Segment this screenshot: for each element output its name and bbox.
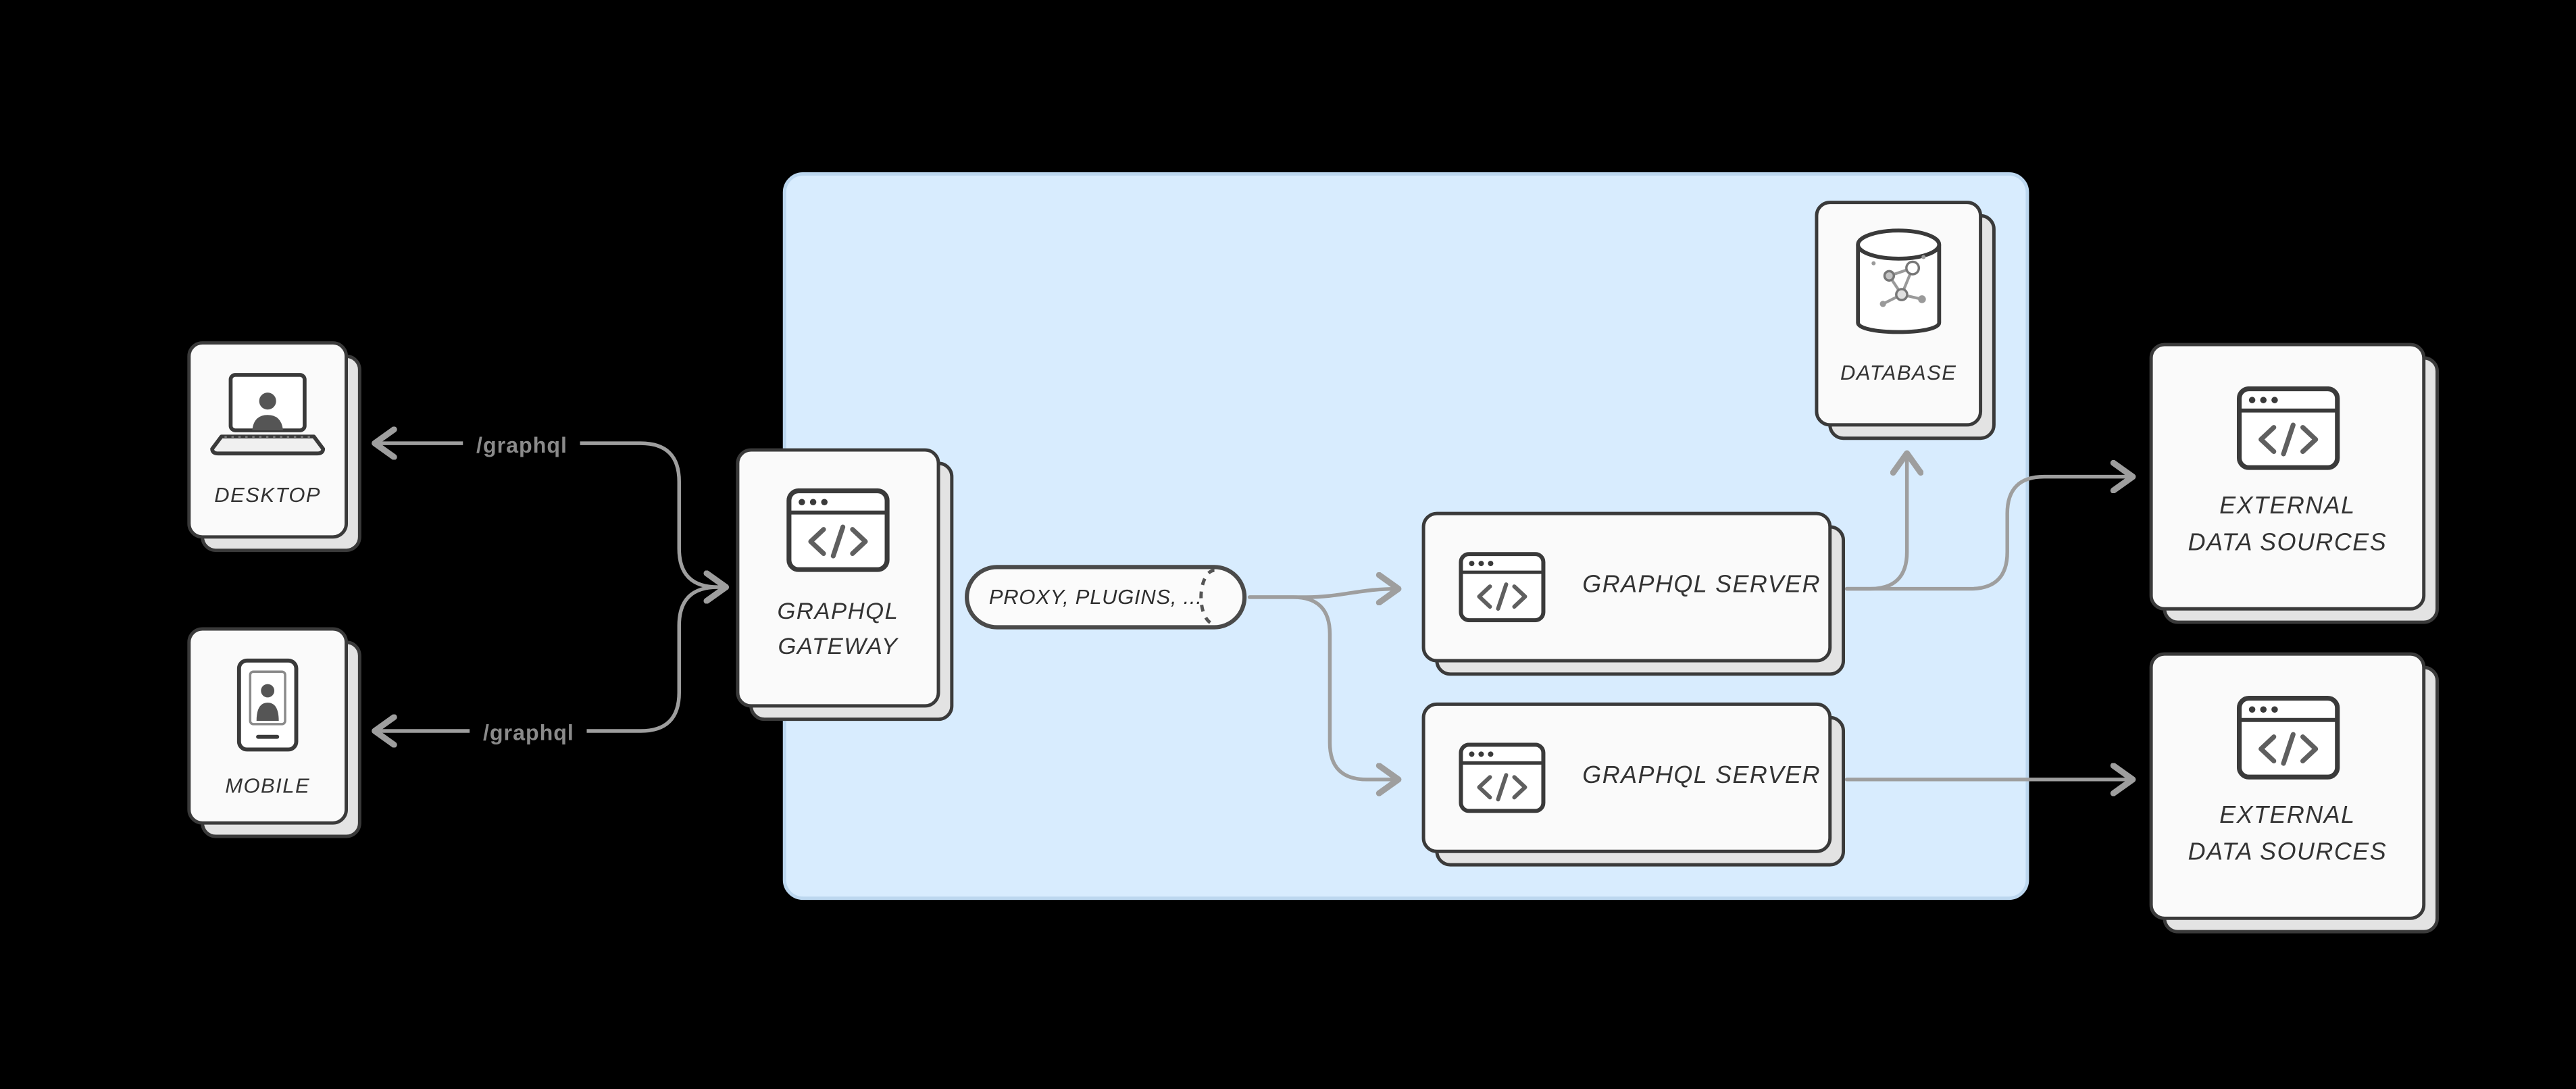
server-label: GRAPHQL SERVER bbox=[1582, 763, 1821, 790]
database-label: DATABASE bbox=[1840, 361, 1957, 385]
gateway-label: GRAPHQL GATEWAY bbox=[777, 594, 899, 664]
external-sources-label-line1: EXTERNAL bbox=[2219, 493, 2356, 521]
code-window-icon bbox=[1459, 742, 1546, 813]
desktop-client-card: DESKTOP bbox=[187, 341, 361, 553]
mobile-label: MOBILE bbox=[225, 774, 311, 799]
edge-pipe-to-server2 bbox=[1247, 595, 1398, 780]
external-sources-label: EXTERNAL DATA SOURCES bbox=[2188, 490, 2387, 563]
pipe-shape bbox=[965, 565, 1247, 630]
external-sources-label-line1: EXTERNAL bbox=[2219, 803, 2356, 830]
graphql-server-card-1: GRAPHQL SERVER bbox=[1421, 511, 1846, 676]
edge-gateway-to-desktop bbox=[375, 443, 726, 587]
gateway-label-line1: GRAPHQL bbox=[777, 597, 899, 624]
external-sources-label-line2: DATA SOURCES bbox=[2188, 530, 2388, 557]
phone-user-icon bbox=[236, 658, 299, 752]
database-card: DATABASE bbox=[1815, 201, 1996, 440]
graphql-gateway-card: GRAPHQL GATEWAY bbox=[736, 448, 954, 721]
server-label: GRAPHQL SERVER bbox=[1582, 572, 1821, 599]
proxy-plugins-pipe: PROXY, PLUGINS, ... bbox=[962, 563, 1250, 630]
mobile-client-card: MOBILE bbox=[187, 627, 361, 838]
database-network-icon bbox=[1856, 228, 1942, 334]
code-window-icon bbox=[1459, 552, 1546, 623]
external-sources-label-line2: DATA SOURCES bbox=[2188, 839, 2388, 866]
edge-pipe-to-server1 bbox=[1247, 589, 1398, 597]
edge-server1-to-external1 bbox=[1844, 477, 2133, 591]
gateway-label-line2: GATEWAY bbox=[778, 632, 899, 659]
desktop-label: DESKTOP bbox=[214, 483, 322, 507]
external-data-sources-card-1: EXTERNAL DATA SOURCES bbox=[2149, 343, 2440, 624]
external-data-sources-card-2: EXTERNAL DATA SOURCES bbox=[2149, 652, 2440, 934]
code-window-icon bbox=[2236, 696, 2340, 780]
mobile-route-label: /graphql bbox=[470, 716, 588, 749]
desktop-route-label: /graphql bbox=[463, 429, 581, 461]
edge-server1-to-database bbox=[1844, 453, 1907, 591]
code-window-icon bbox=[786, 488, 890, 572]
graphql-server-card-2: GRAPHQL SERVER bbox=[1421, 702, 1846, 867]
edge-gateway-to-mobile bbox=[375, 585, 719, 731]
pipe-label: PROXY, PLUGINS, ... bbox=[988, 585, 1203, 609]
external-sources-label: EXTERNAL DATA SOURCES bbox=[2188, 800, 2387, 873]
code-window-icon bbox=[2236, 386, 2340, 470]
laptop-user-icon bbox=[210, 373, 326, 456]
